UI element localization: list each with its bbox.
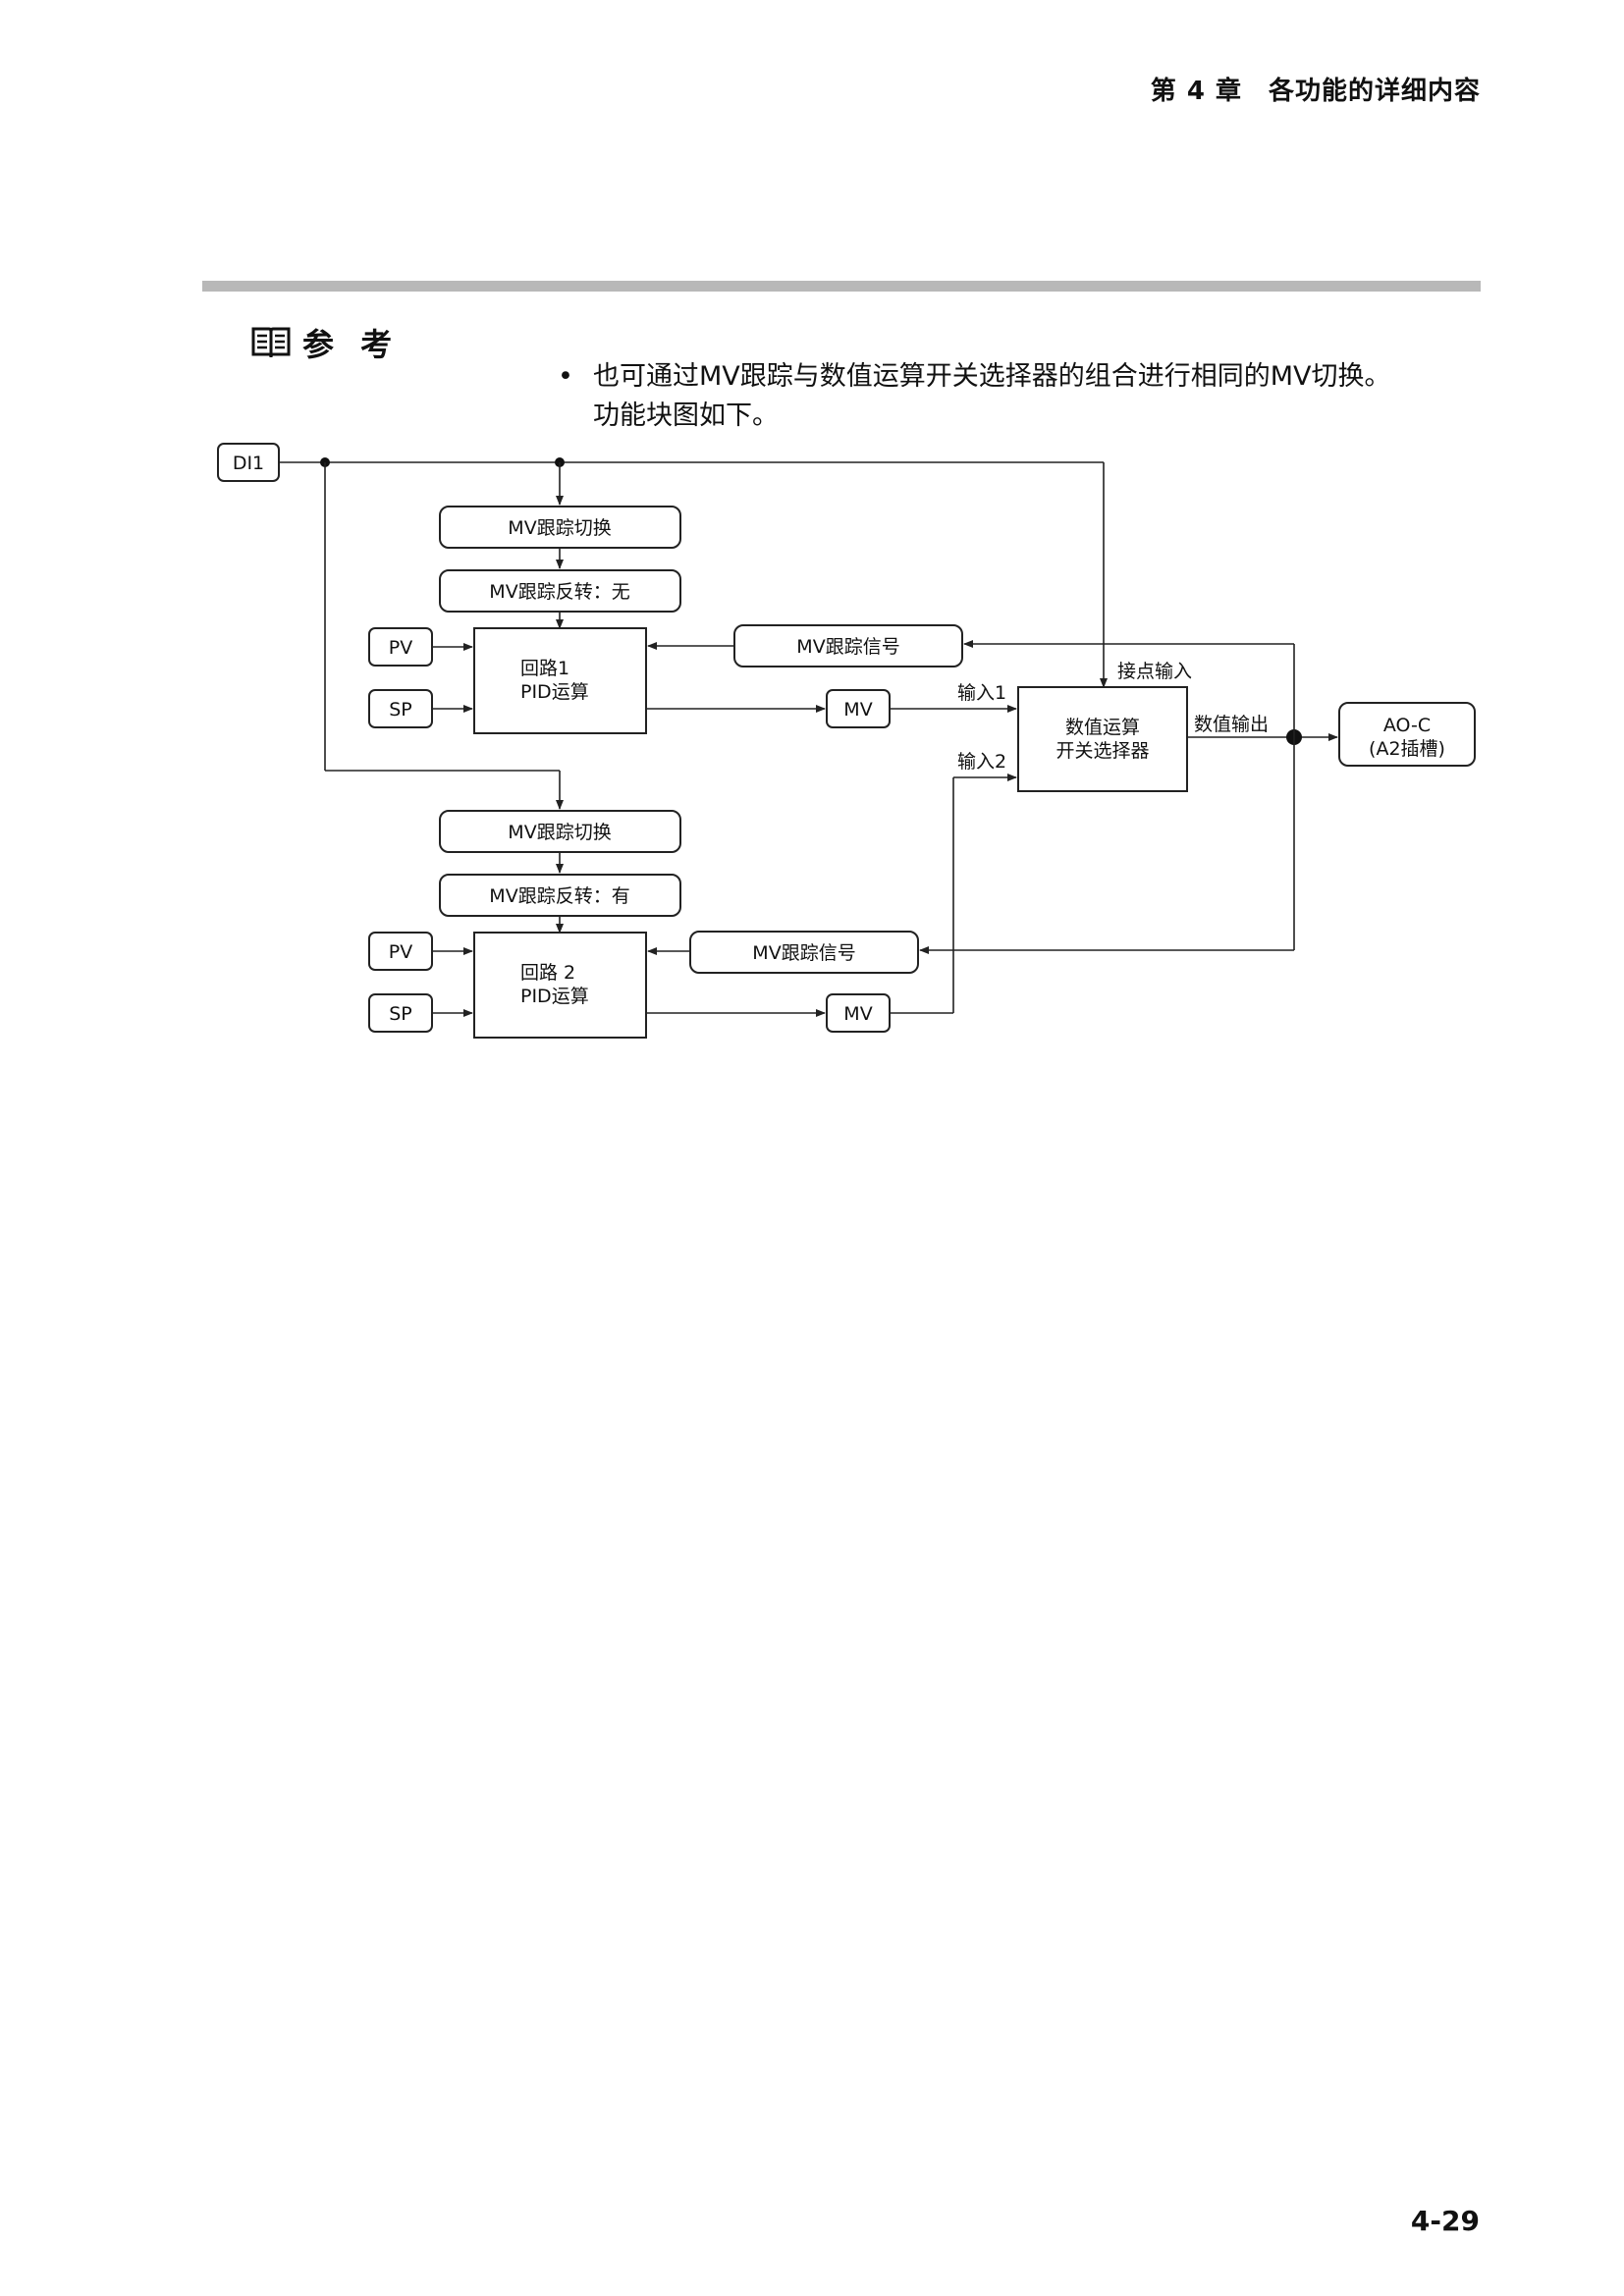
numeric-output-label: 数值输出	[1194, 714, 1269, 735]
loop1-track-signal-label: MV跟踪信号	[796, 636, 899, 658]
reference-heading: 参 考	[251, 320, 400, 365]
bullet-mark: •	[558, 361, 573, 392]
loop2-pid-line2: PID运算	[520, 986, 589, 1007]
loop2-reverse-label: MV跟踪反转：有	[489, 885, 629, 907]
loop2-track-signal-box	[689, 931, 919, 974]
loop2-track-signal-label: MV跟踪信号	[752, 942, 855, 964]
contact-input-label: 接点输入	[1117, 661, 1192, 682]
reference-title: 参 考	[302, 326, 401, 363]
loop1-pid-box	[473, 627, 647, 734]
note-line-1: 也可通过MV跟踪与数值运算开关选择器的组合进行相同的MV切换。	[593, 361, 1391, 392]
loop2-pv-label: PV	[389, 941, 412, 963]
loop1-reverse-label: MV跟踪反转：无	[489, 581, 629, 603]
loop1-sp-label: SP	[389, 699, 412, 721]
loop1-switch-label: MV跟踪切换	[508, 517, 611, 539]
loop2-sp-label: SP	[389, 1003, 412, 1025]
loop2-mv-label: MV	[843, 1003, 872, 1025]
selector-line2: 开关选择器	[1056, 740, 1149, 762]
chapter-header: 第 4 章 各功能的详细内容	[1150, 77, 1481, 106]
selector-box	[1017, 686, 1188, 792]
di1-label: DI1	[233, 453, 264, 474]
loop2-switch-label: MV跟踪切换	[508, 822, 611, 843]
book-icon	[251, 327, 291, 358]
output-line2: (A2插槽)	[1369, 738, 1445, 760]
note-line-2: 功能块图如下。	[593, 400, 779, 431]
output-line1: AO-C	[1383, 715, 1431, 736]
input2-label: 输入2	[957, 751, 1006, 773]
loop1-mv-label: MV	[843, 699, 872, 721]
page-number: 4-29	[1410, 2205, 1480, 2237]
loop1-pid-line1: 回路1	[520, 658, 569, 679]
loop1-pv-label: PV	[389, 637, 412, 659]
loop2-pid-box	[473, 932, 647, 1039]
output-box	[1338, 702, 1476, 767]
selector-line1: 数值运算	[1065, 717, 1140, 738]
reference-note: • 也可通过MV跟踪与数值运算开关选择器的组合进行相同的MV切换。 功能块图如下…	[558, 357, 1391, 436]
section-divider	[202, 281, 1481, 292]
loop2-pid-line1: 回路 2	[520, 962, 575, 984]
input1-label: 输入1	[957, 682, 1006, 704]
loop1-pid-line2: PID运算	[520, 681, 589, 703]
